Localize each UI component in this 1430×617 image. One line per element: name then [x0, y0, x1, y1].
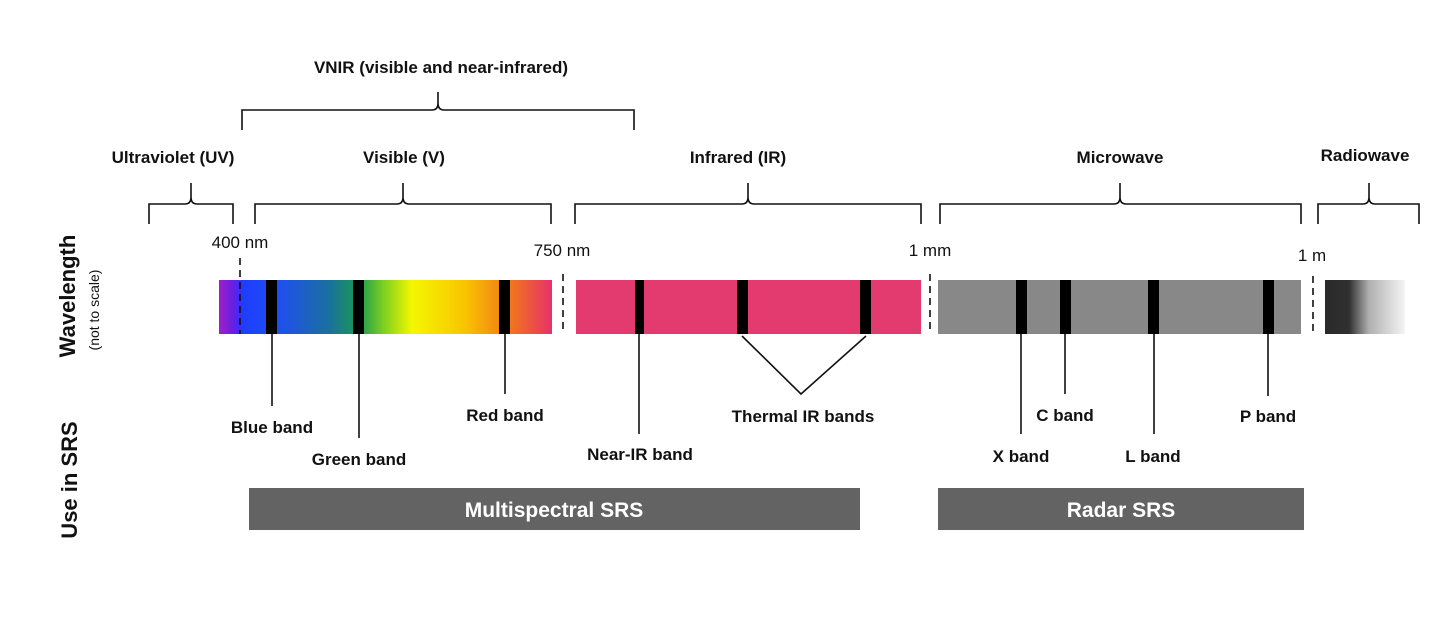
- red-band-marker: [499, 280, 510, 334]
- x-band-marker: [1016, 280, 1027, 334]
- radiowave-bracket: [1317, 183, 1420, 224]
- thermal-ir-band-marker-1: [737, 280, 748, 334]
- c-band-marker: [1060, 280, 1071, 334]
- p-band-marker: [1263, 280, 1274, 334]
- use-in-srs-axis-label: Use in SRS: [57, 421, 82, 538]
- ultraviolet-label: Ultraviolet (UV): [112, 148, 235, 167]
- red-band-label: Red band: [466, 406, 543, 425]
- ultraviolet-bracket: [148, 183, 234, 224]
- green-band-label: Green band: [312, 450, 406, 469]
- thermal-ir-band-marker-2: [860, 280, 871, 334]
- radiowave-label: Radiowave: [1321, 146, 1410, 165]
- vnir-bracket: [241, 92, 635, 130]
- blue-band-label: Blue band: [231, 418, 313, 437]
- radar-srs-label: Radar SRS: [1067, 499, 1176, 522]
- wavelength-750nm-label: 750 nm: [534, 241, 591, 260]
- wavelength-400nm-label: 400 nm: [212, 233, 269, 252]
- visible-bracket: [254, 183, 552, 224]
- infrared-label: Infrared (IR): [690, 148, 786, 167]
- wavelength-1m-label: 1 m: [1298, 246, 1326, 265]
- vnir-label: VNIR (visible and near-infrared): [314, 58, 568, 77]
- microwave-bar: [938, 280, 1301, 334]
- visible-label: Visible (V): [363, 148, 445, 167]
- l-band-label: L band: [1125, 447, 1180, 466]
- multispectral-srs-label: Multispectral SRS: [465, 499, 644, 522]
- near-ir-band-marker: [635, 280, 644, 334]
- infrared-bracket: [574, 183, 922, 224]
- thermal-ir-bands-leader: [741, 335, 867, 396]
- blue-band-marker: [266, 280, 277, 334]
- l-band-marker: [1148, 280, 1159, 334]
- multispectral-srs-box: [249, 488, 860, 530]
- ultraviolet-bar: [219, 280, 241, 334]
- c-band-label: C band: [1036, 406, 1094, 425]
- green-band-marker: [353, 280, 364, 334]
- radar-srs-box: [938, 488, 1304, 530]
- not-to-scale-note: (not to scale): [86, 270, 102, 351]
- microwave-label: Microwave: [1077, 148, 1164, 167]
- thermal-ir-bands-label: Thermal IR bands: [732, 407, 875, 426]
- microwave-bracket: [939, 183, 1302, 224]
- x-band-label: X band: [993, 447, 1050, 466]
- near-ir-band-label: Near-IR band: [587, 445, 693, 464]
- radiowave-bar: [1325, 280, 1405, 334]
- p-band-label: P band: [1240, 407, 1296, 426]
- wavelength-axis-label: Wavelength: [55, 235, 80, 358]
- wavelength-1mm-label: 1 mm: [909, 241, 952, 260]
